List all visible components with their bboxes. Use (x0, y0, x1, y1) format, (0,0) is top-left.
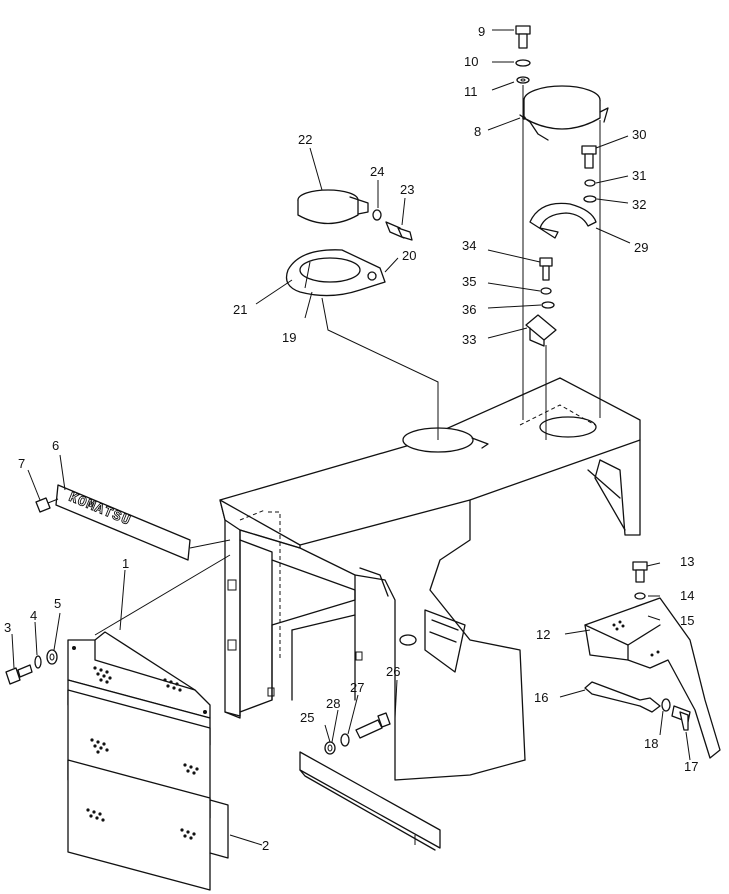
part-label-29: 29 (634, 240, 648, 255)
leader-lines (11, 29, 691, 846)
part-label-23: 23 (400, 182, 414, 197)
part-label-13: 13 (680, 554, 694, 569)
part-label-20: 20 (402, 248, 416, 263)
part-label-12: 12 (536, 627, 550, 642)
part-label-7: 7 (18, 456, 25, 471)
part-label-9: 9 (478, 24, 485, 39)
part-label-22: 22 (298, 132, 312, 147)
part-label-30: 30 (632, 127, 646, 142)
part-label-5: 5 (54, 596, 61, 611)
clamp-29 (529, 202, 597, 239)
part-label-3: 3 (4, 620, 11, 635)
bolt-30-assembly (581, 145, 597, 203)
bracket-33-assembly (525, 257, 557, 347)
bolt-17-assembly (661, 698, 691, 731)
cover-guide-line (94, 554, 231, 636)
perforation-patterns (86, 666, 199, 840)
cover-12 (584, 597, 721, 759)
part-label-21: 21 (233, 302, 247, 317)
part-label-28: 28 (326, 696, 340, 711)
part-label-15: 15 (680, 613, 694, 628)
exhaust-guide-line (321, 297, 439, 440)
part-label-4: 4 (30, 608, 37, 623)
bolt-3-assembly (5, 649, 58, 685)
part-label-16: 16 (534, 690, 548, 705)
part-label-8: 8 (474, 124, 481, 139)
part-label-26: 26 (386, 664, 400, 679)
part-label-36: 36 (462, 302, 476, 317)
part-label-17: 17 (684, 759, 698, 774)
bracket-16 (584, 681, 661, 713)
part-label-10: 10 (464, 54, 478, 69)
part-label-14: 14 (680, 588, 694, 603)
part-label-1: 1 (122, 556, 129, 571)
nameplate: KOMATSU (55, 484, 231, 561)
part-label-25: 25 (300, 710, 314, 725)
part-label-27: 27 (350, 680, 364, 695)
part-label-11: 11 (464, 84, 478, 99)
bolt-23-assembly (372, 209, 413, 241)
part-number-labels: 1 2 3 4 5 6 7 8 9 10 11 12 13 14 15 16 1… (4, 24, 698, 853)
bottom-bracket (299, 751, 441, 851)
part-label-35: 35 (462, 274, 476, 289)
side-cover-2 (67, 689, 229, 891)
part-label-33: 33 (462, 332, 476, 347)
part-label-19: 19 (282, 330, 296, 345)
bolt-9-assembly (515, 25, 531, 84)
part-label-6: 6 (52, 438, 59, 453)
part-label-18: 18 (644, 736, 658, 751)
bolt-7 (35, 497, 59, 513)
hood-body (219, 377, 641, 781)
bolt-26-assembly (324, 712, 391, 755)
part-label-34: 34 (462, 238, 476, 253)
flange-19 (285, 249, 386, 297)
part-label-24: 24 (370, 164, 384, 179)
part-label-32: 32 (632, 197, 646, 212)
part-label-2: 2 (262, 838, 269, 853)
clamp-22 (297, 189, 369, 225)
part-label-31: 31 (632, 168, 646, 183)
cap-8 (519, 85, 609, 141)
